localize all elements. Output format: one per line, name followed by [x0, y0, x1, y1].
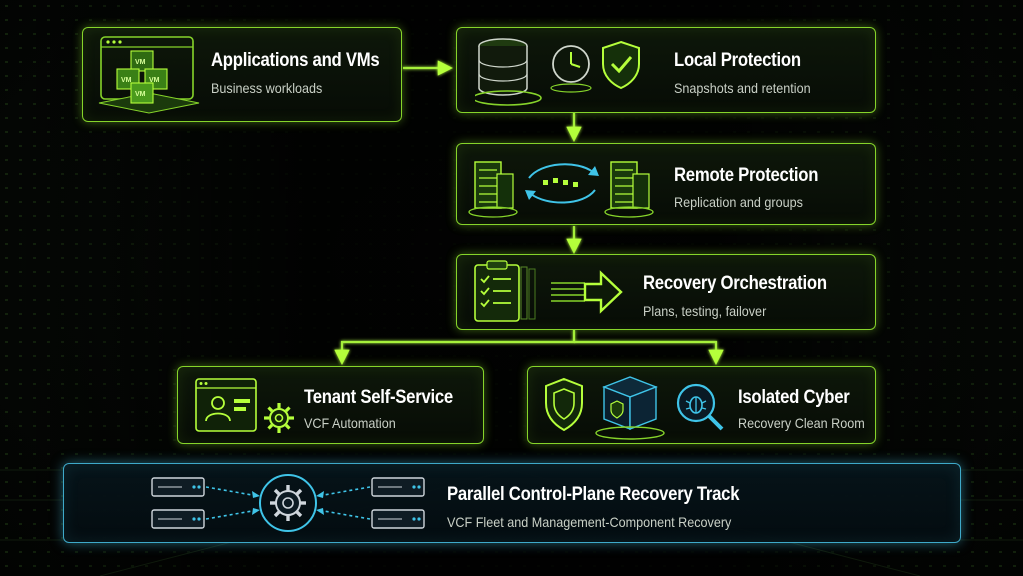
node-applications-vms: VM VM VM VM Applications and VMs Busines…	[82, 27, 402, 122]
shield-icon	[545, 377, 583, 432]
node-subtitle: Plans, testing, failover	[643, 303, 767, 319]
right-arrow-icon	[551, 270, 623, 314]
node-subtitle: Replication and groups	[674, 194, 803, 210]
node-subtitle: VCF Automation	[304, 415, 396, 431]
node-title: Remote Protection	[674, 165, 819, 186]
building-icon	[468, 161, 518, 218]
arrow-orchestration-to-cyber	[574, 340, 724, 366]
node-title: Recovery Orchestration	[643, 273, 827, 294]
node-subtitle: Recovery Clean Room	[738, 415, 865, 431]
gear-hub-icon	[259, 474, 317, 532]
node-local-protection: Local Protection Snapshots and retention	[456, 27, 876, 113]
node-control-plane-recovery: Parallel Control-Plane Recovery Track VC…	[63, 463, 961, 543]
node-title: Applications and VMs	[211, 50, 380, 71]
sync-arrows-icon	[525, 163, 599, 204]
node-title: Parallel Control-Plane Recovery Track	[447, 484, 740, 505]
bug-magnifier-icon	[676, 383, 724, 431]
node-subtitle: Snapshots and retention	[674, 80, 811, 96]
shield-check-icon	[602, 40, 640, 90]
svg-text:VM: VM	[121, 77, 132, 84]
svg-text:VM: VM	[149, 77, 160, 84]
node-title: Isolated Cyber	[738, 387, 850, 408]
secure-box-icon	[595, 376, 665, 440]
database-icon	[475, 38, 542, 106]
clock-icon	[550, 45, 592, 93]
vm-cube-stack-icon: VM VM VM VM	[98, 36, 200, 114]
node-title: Tenant Self-Service	[304, 387, 453, 408]
node-title: Local Protection	[674, 50, 801, 71]
node-remote-protection: Remote Protection Replication and groups	[456, 143, 876, 225]
node-tenant-self-service: Tenant Self-Service VCF Automation	[177, 366, 484, 444]
svg-text:VM: VM	[135, 91, 146, 98]
node-subtitle: VCF Fleet and Management-Component Recov…	[447, 514, 732, 530]
browser-user-icon	[195, 378, 257, 432]
gear-icon	[264, 403, 294, 433]
building-icon	[604, 161, 654, 218]
node-isolated-cyber: Isolated Cyber Recovery Clean Room	[527, 366, 876, 444]
clipboard-checklist-icon	[474, 260, 536, 322]
node-recovery-orchestration: Recovery Orchestration Plans, testing, f…	[456, 254, 876, 330]
svg-text:VM: VM	[135, 59, 146, 66]
node-subtitle: Business workloads	[211, 80, 323, 96]
control-plane-diagram	[151, 474, 425, 532]
arrow-orchestration-split	[334, 330, 576, 366]
